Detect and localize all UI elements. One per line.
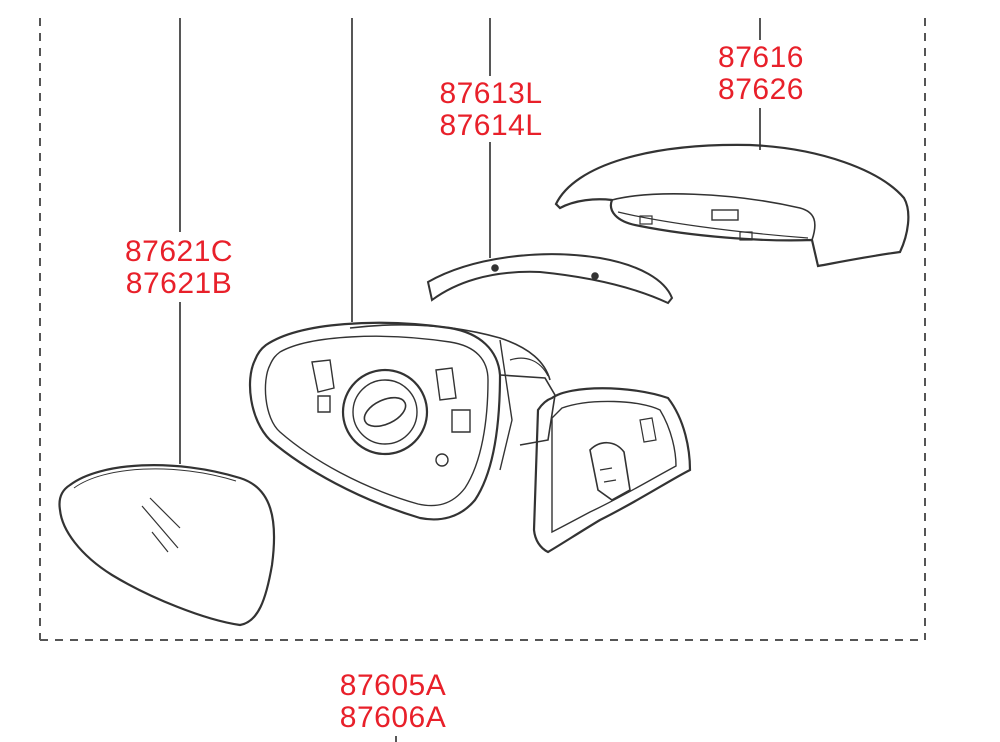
part-number-text: 87614L — [439, 109, 543, 142]
actuator-ring — [341, 368, 429, 456]
mirror-glass-part — [58, 464, 276, 627]
scalp-cover-part — [554, 143, 910, 268]
part-number-text: 87606A — [339, 701, 447, 734]
garnish-strip-part — [426, 253, 674, 305]
part-number-text: 87616 — [718, 41, 804, 74]
callout-mirror-glass: 87621C 87621B — [104, 236, 254, 300]
part-number-text: 87621B — [125, 267, 233, 300]
callout-mirror-assembly: 87605A 87606A — [318, 670, 468, 734]
callout-garnish-strip: 87613L 87614L — [416, 78, 566, 142]
leader-lines — [179, 18, 761, 742]
assembly-boundary — [39, 18, 926, 641]
mirror-housing-part — [248, 321, 556, 521]
mirror-base-part — [532, 387, 692, 554]
part-number-text: 87626 — [718, 73, 804, 106]
callout-scalp-cover: 87616 87626 — [698, 42, 824, 106]
part-number-text: 87613L — [439, 77, 543, 110]
part-number-text: 87621C — [124, 235, 234, 268]
part-number-text: 87605A — [339, 669, 447, 702]
